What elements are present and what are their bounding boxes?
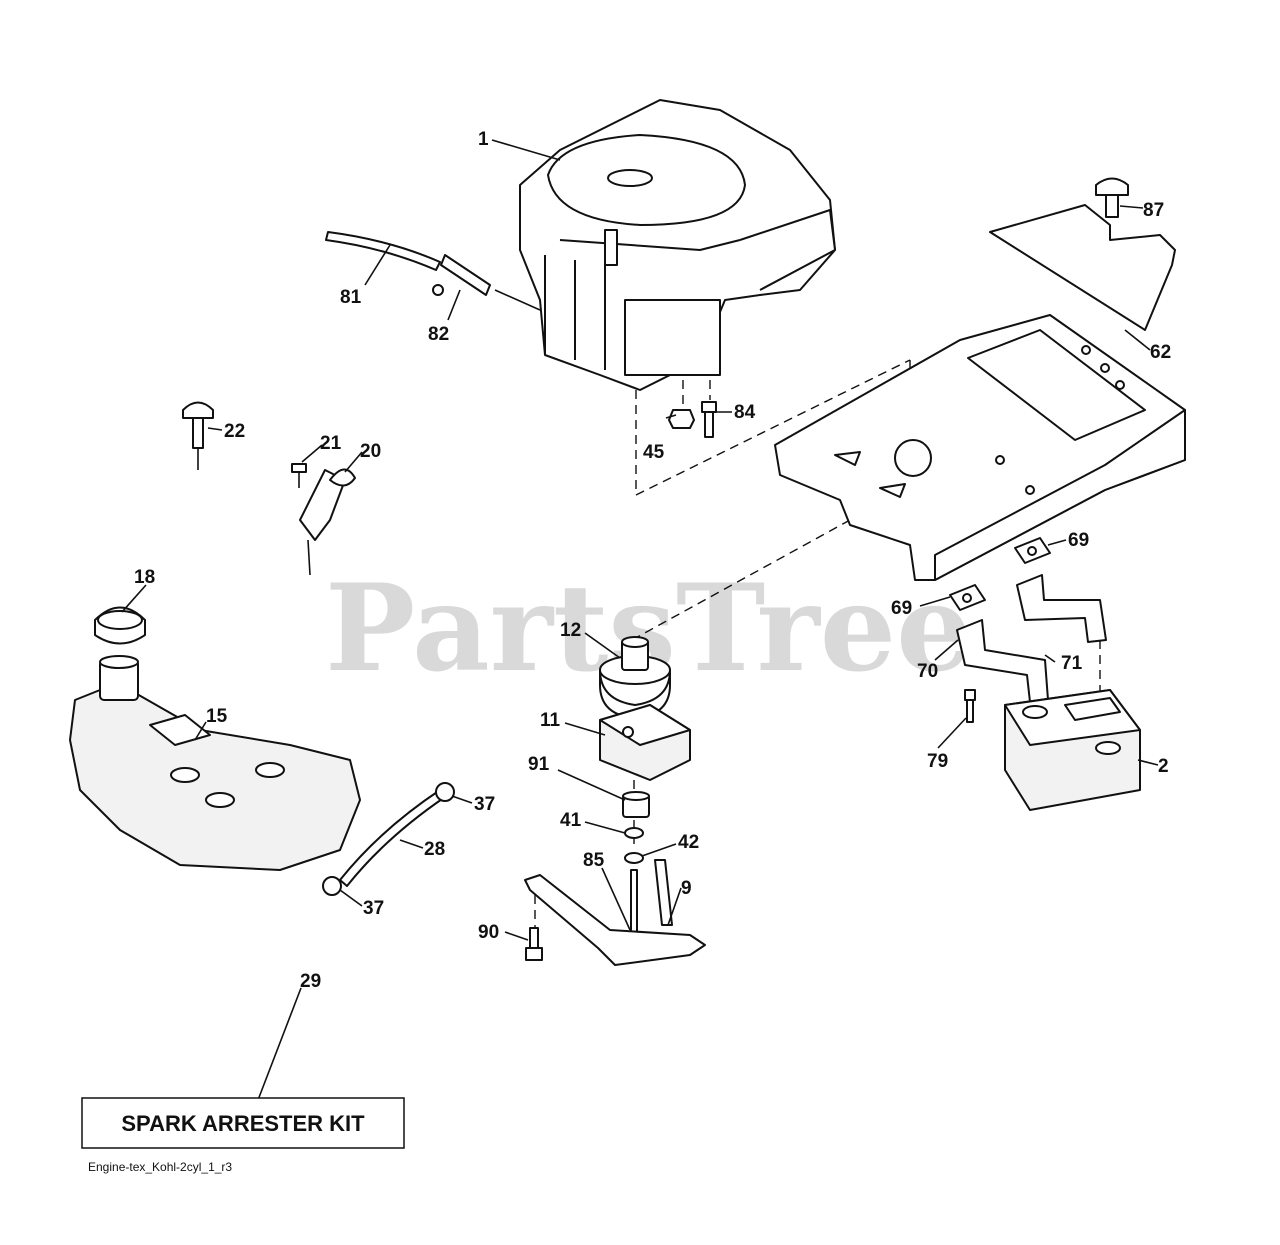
- screw-21: [291, 463, 307, 488]
- callout-20: 20: [360, 441, 381, 462]
- hose-clamp-upper: [435, 782, 455, 802]
- callout-15: 15: [206, 706, 228, 727]
- fuel-connector: [432, 254, 541, 311]
- gasket-left: [949, 584, 986, 611]
- leader-lines: [121, 139, 1159, 1101]
- pulley: [599, 636, 671, 719]
- fuel-line: [325, 231, 441, 271]
- engine: [519, 99, 836, 391]
- callout-69-left: 69: [891, 598, 912, 619]
- callout-87: 87: [1143, 200, 1164, 221]
- fuel-tank: [69, 655, 361, 871]
- callout-41: 41: [560, 810, 582, 831]
- kit-label: SPARK ARRESTER KIT: [121, 1111, 365, 1136]
- fuel-cap: [94, 606, 146, 645]
- exhaust-bolt: [964, 689, 976, 723]
- frame-plate: [774, 314, 1186, 581]
- cable-bracket: [299, 468, 356, 576]
- bolt-90: [525, 927, 543, 961]
- callout-62: 62: [1150, 342, 1171, 363]
- nut: [668, 409, 695, 429]
- callout-37-lower: 37: [363, 898, 384, 919]
- hose-clamp-lower: [322, 876, 342, 896]
- kit-box: [81, 1097, 405, 1149]
- callout-45: 45: [643, 442, 665, 463]
- pto-clutch: [599, 704, 691, 781]
- knob: [1095, 177, 1129, 218]
- heat-shield: [989, 204, 1176, 331]
- callout-84: 84: [734, 402, 756, 423]
- callout-79: 79: [927, 751, 948, 772]
- anti-rotation-bracket: [524, 859, 706, 966]
- bolt: [701, 401, 717, 438]
- callout-2: 2: [1158, 756, 1169, 777]
- callout-21: 21: [320, 433, 342, 454]
- callout-71: 71: [1061, 653, 1083, 674]
- callout-70: 70: [917, 661, 938, 682]
- washer-42: [624, 852, 644, 864]
- callout-90: 90: [478, 922, 499, 943]
- callout-18: 18: [134, 567, 155, 588]
- callout-11: 11: [540, 710, 561, 731]
- callout-labels: 1 81 82 87 62 84 45 22 21 20 18 69 69 12…: [134, 129, 1171, 992]
- callout-69-right: 69: [1068, 530, 1089, 551]
- callout-28: 28: [424, 839, 445, 860]
- drawing-id: Engine-tex_Kohl-2cyl_1_r3: [88, 1160, 232, 1174]
- washer-41: [624, 827, 644, 839]
- spacer: [622, 791, 650, 818]
- callout-12: 12: [560, 620, 581, 641]
- gasket-right: [1014, 537, 1051, 564]
- bolt-22: [182, 401, 214, 470]
- callout-85: 85: [583, 850, 605, 871]
- spark-arrester-kit: SPARK ARRESTER KIT: [81, 1097, 405, 1149]
- callout-1: 1: [478, 129, 489, 150]
- callout-37-upper: 37: [474, 794, 495, 815]
- exhaust-pipe-right: [1016, 574, 1107, 643]
- callout-42: 42: [678, 832, 699, 853]
- callout-29: 29: [300, 971, 321, 992]
- muffler: [1004, 689, 1141, 811]
- callout-81: 81: [340, 287, 362, 308]
- callout-91: 91: [528, 754, 550, 775]
- callout-22: 22: [224, 421, 245, 442]
- callout-9: 9: [681, 878, 692, 899]
- callout-82: 82: [428, 324, 449, 345]
